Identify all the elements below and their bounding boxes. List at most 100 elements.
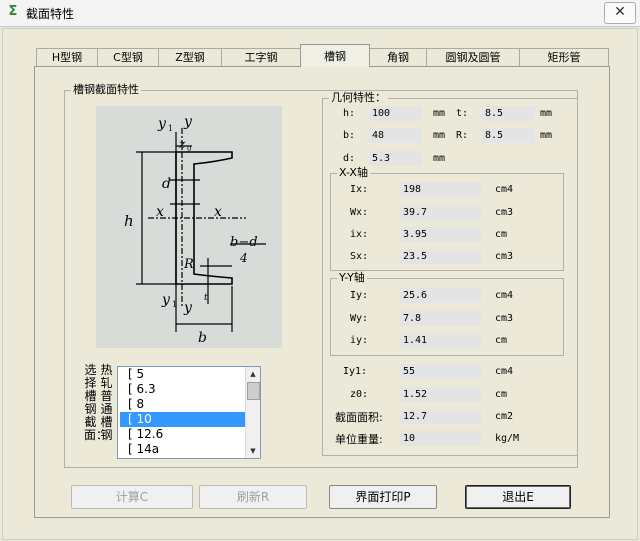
- tab-channel[interactable]: 槽钢: [300, 44, 370, 67]
- calculate-button[interactable]: 计算C: [71, 485, 193, 509]
- label-z0: z: [178, 137, 186, 151]
- h-label: h:: [343, 108, 356, 119]
- yy-axis-group: Y-Y轴: [330, 271, 564, 356]
- Iy1-value: 55: [400, 364, 481, 379]
- select-section-label: 选择槽钢截面：: [84, 363, 109, 442]
- z0-unit: cm: [495, 389, 508, 400]
- tab-rect-tube[interactable]: 矩形管: [519, 48, 609, 66]
- yy-axis-title: Y-Y轴: [337, 271, 367, 285]
- R-label: R:: [456, 130, 469, 141]
- list-item-selected[interactable]: [ 10: [120, 412, 252, 427]
- b-value: 48: [369, 128, 422, 143]
- Wx-label: Wx:: [350, 207, 369, 218]
- xx-axis-title: X-X轴: [337, 166, 370, 180]
- list-item[interactable]: [ 5: [128, 367, 145, 381]
- R-value: 8.5: [482, 128, 535, 143]
- list-item[interactable]: [ 14a: [128, 442, 160, 456]
- label-x-left: x: [156, 204, 164, 220]
- area-value: 12.7: [400, 409, 481, 424]
- Iy-value: 25.6: [400, 288, 481, 303]
- Wx-unit: cm3: [495, 207, 514, 218]
- scroll-down-arrow-icon[interactable]: ▼: [250, 447, 256, 455]
- label-y1-bottom: y: [161, 292, 171, 308]
- t-label: t:: [456, 108, 469, 119]
- Wy-value: 7.8: [400, 311, 481, 326]
- Sx-unit: cm3: [495, 251, 514, 262]
- tab-h-steel[interactable]: H型钢: [36, 48, 98, 66]
- listbox-scrollbar[interactable]: ▲ ▼: [245, 367, 260, 458]
- Ix-label: Ix:: [350, 184, 369, 195]
- scroll-up-arrow-icon[interactable]: ▲: [250, 370, 256, 378]
- label-b: b: [198, 330, 207, 346]
- channel-section-diagram: y 1 y z 0 d h x x b−d 4 R t y 1 y b: [96, 106, 282, 348]
- tab-round-pipe[interactable]: 圆钢及圆管: [426, 48, 520, 66]
- channel-drawing: y 1 y z 0 d h x x b−d 4 R t y 1 y b: [124, 114, 266, 346]
- xx-axis-group: X-X轴: [330, 166, 564, 271]
- label-x-right: x: [214, 204, 222, 220]
- label-t: t: [204, 293, 208, 303]
- Ix-value: 198: [400, 182, 481, 197]
- label-four: 4: [239, 251, 248, 265]
- label-z0-sub: 0: [187, 145, 191, 153]
- iy-unit: cm: [495, 335, 508, 346]
- Sx-value: 23.5: [400, 249, 481, 264]
- label-y1-bottom-sub: 1: [172, 300, 177, 309]
- d-unit: mm: [433, 153, 446, 164]
- R-unit: mm: [540, 130, 553, 141]
- section-group-title: 槽钢截面特性: [71, 83, 141, 97]
- label-y1-top: y: [157, 116, 167, 132]
- d-value: 5.3: [369, 151, 422, 166]
- label-h: h: [124, 212, 134, 230]
- unit-weight-label: 单位重量:: [335, 433, 383, 446]
- exit-button[interactable]: 退出E: [465, 485, 571, 509]
- tab-c-steel[interactable]: C型钢: [97, 48, 159, 66]
- h-unit: mm: [433, 108, 446, 119]
- section-listbox[interactable]: [ 5 [ 6.3 [ 8 [ 10 [ 12.6 [ 14a ▲ ▼: [117, 366, 261, 459]
- iy-label: iy:: [350, 335, 369, 346]
- refresh-button[interactable]: 刷新R: [199, 485, 307, 509]
- Wy-unit: cm3: [495, 313, 514, 324]
- b-unit: mm: [433, 130, 446, 141]
- tab-z-steel[interactable]: Z型钢: [158, 48, 222, 66]
- Wx-value: 39.7: [400, 205, 481, 220]
- label-y1-top-sub: 1: [168, 124, 173, 133]
- iy-value: 1.41: [400, 333, 481, 348]
- tab-strip: H型钢 C型钢 Z型钢 工字钢 槽钢 角钢 圆钢及圆管 矩形管: [36, 44, 609, 67]
- tab-angle[interactable]: 角钢: [369, 48, 427, 66]
- ix-value: 3.95: [400, 227, 481, 242]
- label-y-top: y: [183, 114, 193, 130]
- ix-label: ix:: [350, 229, 369, 240]
- Iy1-unit: cm4: [495, 366, 514, 377]
- area-unit: cm2: [495, 411, 514, 422]
- print-interface-button[interactable]: 界面打印P: [329, 485, 437, 509]
- Wy-label: Wy:: [350, 313, 369, 324]
- unit-weight-unit: kg/M: [495, 433, 520, 444]
- area-label: 截面面积:: [335, 411, 383, 424]
- geometry-group: 几何特性：: [322, 91, 578, 456]
- t-unit: mm: [540, 108, 553, 119]
- scroll-thumb[interactable]: [247, 382, 260, 400]
- app-icon: Σ: [8, 4, 18, 19]
- z0-label: z0:: [350, 389, 369, 400]
- Sx-label: Sx:: [350, 251, 369, 262]
- window-title: 截面特性: [26, 7, 75, 21]
- list-item[interactable]: [ 8: [128, 397, 145, 411]
- label-b-minus-d: b−d: [230, 235, 258, 250]
- list-item[interactable]: [ 6.3: [128, 382, 156, 396]
- z0-value: 1.52: [400, 387, 481, 402]
- title-bar: Σ 截面特性 ✕: [0, 0, 640, 27]
- list-item[interactable]: [ 12.6: [128, 427, 164, 441]
- Iy-unit: cm4: [495, 290, 514, 301]
- b-label: b:: [343, 130, 356, 141]
- Ix-unit: cm4: [495, 184, 514, 195]
- unit-weight-value: 10: [400, 431, 481, 446]
- Iy1-label: Iy1:: [343, 366, 368, 377]
- ix-unit: cm: [495, 229, 508, 240]
- d-label: d:: [343, 153, 356, 164]
- tab-i-beam[interactable]: 工字钢: [221, 48, 301, 66]
- t-value: 8.5: [482, 106, 535, 121]
- geometry-title: 几何特性：: [329, 91, 388, 105]
- hot-rolled-channel-label: 热轧普通槽钢: [100, 363, 113, 442]
- close-button[interactable]: ✕: [604, 2, 636, 24]
- label-y-bottom: y: [183, 300, 193, 316]
